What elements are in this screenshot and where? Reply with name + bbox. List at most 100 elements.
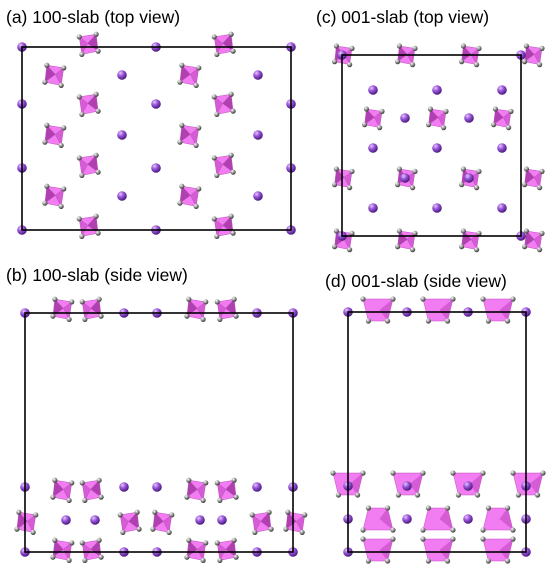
polyhedron-face <box>529 473 543 495</box>
anion-atom <box>445 318 451 324</box>
anion-atom <box>415 492 421 498</box>
anion-atom <box>76 34 82 40</box>
anion-atom <box>211 34 217 40</box>
anion-atom <box>120 529 126 536</box>
polyhedron <box>482 298 514 322</box>
cation-atom <box>195 515 205 525</box>
cation-atom <box>253 191 263 201</box>
anion-atom <box>390 296 396 302</box>
anion-atom <box>217 497 223 503</box>
anion-atom <box>410 247 416 253</box>
cation-atom <box>90 515 100 525</box>
anion-atom <box>441 125 447 131</box>
anion-atom <box>385 318 391 324</box>
anion-atom <box>505 558 511 564</box>
tetrahedron <box>179 185 200 208</box>
tetrahedron <box>81 298 102 321</box>
anion-atom <box>16 509 22 515</box>
cation-atom <box>253 70 263 80</box>
tetrahedron <box>285 511 306 534</box>
tetrahedron <box>81 479 102 502</box>
tetrahedron-face <box>152 511 164 530</box>
anion-atom <box>523 166 530 172</box>
anion-atom <box>410 185 416 191</box>
anion-atom <box>211 216 217 222</box>
cation-atom <box>117 130 127 140</box>
anion-atom <box>474 247 480 253</box>
anion-atom <box>252 529 258 536</box>
anion-atom <box>44 183 50 189</box>
anion-atom <box>93 91 99 97</box>
anion-atom <box>50 554 56 560</box>
cation-atom <box>252 482 262 492</box>
panel-b-unit-cell <box>24 312 294 553</box>
tetrahedron-face <box>428 108 439 126</box>
cation-atom <box>151 163 161 173</box>
anion-atom <box>79 540 85 546</box>
anion-atom <box>69 299 75 305</box>
panel-d-unit-cell <box>347 311 527 553</box>
anion-atom <box>508 108 514 114</box>
anion-atom <box>217 316 223 322</box>
polyhedron-face <box>439 508 453 530</box>
anion-atom <box>66 316 72 322</box>
anion-atom <box>395 244 401 250</box>
anion-atom <box>193 203 199 209</box>
anion-atom <box>193 142 199 148</box>
anion-atom <box>61 125 67 131</box>
anion-atom <box>228 213 234 219</box>
anion-atom <box>231 477 237 483</box>
anion-atom <box>169 512 175 518</box>
panel-c-unit-cell <box>341 54 522 237</box>
anion-atom <box>395 492 401 498</box>
anion-atom <box>228 91 234 97</box>
tetrahedron <box>461 45 480 66</box>
anion-atom <box>360 296 366 302</box>
anion-atom <box>450 296 456 302</box>
anion-atom <box>30 529 36 536</box>
tetrahedron <box>213 93 234 116</box>
polyhedron-face <box>469 473 483 495</box>
cation-atom <box>402 514 412 524</box>
anion-atom <box>268 526 274 532</box>
anion-atom <box>230 169 236 175</box>
anion-atom <box>76 216 82 222</box>
anion-atom <box>228 152 234 158</box>
anion-atom <box>395 182 401 188</box>
anion-atom <box>476 168 482 174</box>
tetrahedron <box>52 539 73 562</box>
tetrahedron-face <box>222 93 234 112</box>
anion-atom <box>179 183 185 189</box>
anion-atom <box>474 185 480 191</box>
tetrahedron-face <box>222 154 234 173</box>
anion-atom <box>299 529 305 536</box>
anion-atom <box>177 200 183 206</box>
panel-c-title: (c) 001-slab (top view) <box>316 7 490 27</box>
anion-atom <box>79 172 85 178</box>
anion-atom <box>522 182 528 188</box>
anion-atom <box>193 82 199 88</box>
tetrahedron-face <box>524 230 535 248</box>
anion-atom <box>69 480 75 486</box>
anion-atom <box>537 62 543 68</box>
anion-atom <box>76 94 82 100</box>
anion-atom <box>535 492 541 498</box>
tetrahedron-face <box>186 539 198 558</box>
anion-atom <box>96 537 102 543</box>
polyhedron <box>362 538 394 562</box>
anion-atom <box>42 79 48 85</box>
anion-atom <box>95 48 101 54</box>
anion-atom <box>460 43 466 49</box>
polyhedron <box>422 298 454 322</box>
tetrahedron-face <box>44 124 56 143</box>
tetrahedron-face <box>285 511 297 530</box>
polyhedron-face <box>379 539 393 561</box>
anion-atom <box>515 492 522 498</box>
cation-atom <box>400 173 410 183</box>
anion-atom <box>166 529 172 536</box>
tetrahedron <box>179 124 200 147</box>
anion-atom <box>93 213 99 219</box>
anion-atom <box>214 111 220 117</box>
anion-atom <box>330 470 336 476</box>
